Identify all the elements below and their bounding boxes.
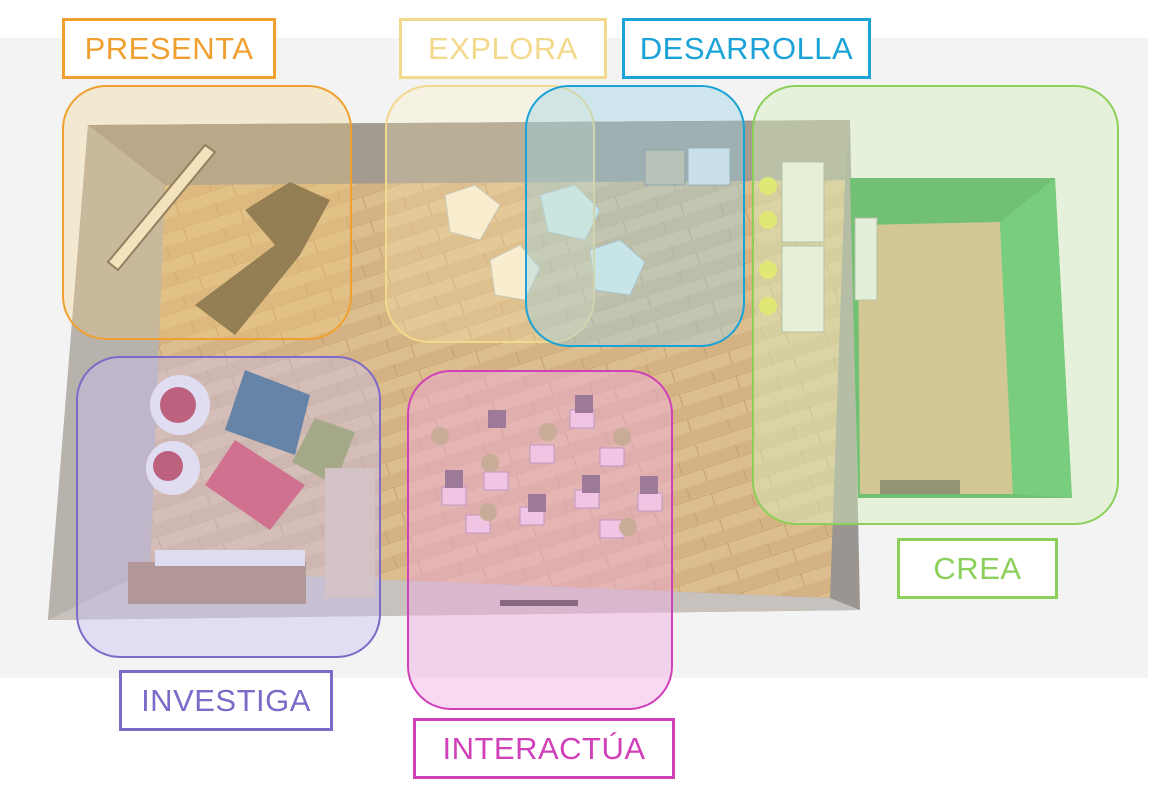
study-desk-top (155, 550, 305, 566)
bookcase (325, 468, 375, 598)
green-room-right-wall (1000, 178, 1072, 498)
desk-green-room (854, 217, 878, 301)
shelf-1 (644, 149, 686, 186)
zone-presenta (62, 85, 352, 340)
sofa (195, 182, 330, 335)
label-presenta-text: PRESENTA (84, 30, 254, 66)
zone-investiga (76, 356, 381, 658)
egg-chair-1-seat (160, 387, 196, 423)
label-investiga: INVESTIGA (119, 670, 333, 731)
green-room-floor (858, 222, 1013, 494)
yellow-stool-3 (759, 261, 777, 279)
egg-chair-2-seat (153, 451, 183, 481)
workbench-2 (781, 245, 825, 333)
label-crea: CREA (897, 538, 1058, 599)
label-desarrolla: DESARROLLA (622, 18, 871, 79)
whiteboard-bottom (500, 600, 578, 606)
yellow-stool-2 (759, 211, 777, 229)
shelf-2 (687, 147, 731, 186)
yellow-stool-4 (759, 297, 777, 315)
beanbag-blue (225, 370, 310, 455)
green-room-shelf (880, 480, 960, 494)
zone-crea (752, 85, 1119, 525)
presentation-screen (106, 143, 217, 272)
label-desarrolla-text: DESARROLLA (639, 30, 854, 66)
beanbag-red (205, 440, 305, 530)
interactua-chairs (445, 395, 658, 512)
study-desk (128, 562, 306, 604)
label-interactua: INTERACTÚA (413, 718, 675, 779)
table-desarrolla-1 (539, 184, 601, 241)
zone-desarrolla (525, 85, 745, 347)
label-explora: EXPLORA (399, 18, 607, 79)
label-explora-text: EXPLORA (428, 30, 578, 66)
table-explora-1 (444, 184, 501, 241)
label-interactua-text: INTERACTÚA (442, 730, 646, 766)
workbench-1 (781, 161, 825, 243)
label-crea-text: CREA (933, 550, 1022, 586)
interactua-green-chairs (431, 423, 637, 536)
yellow-stool-1 (759, 177, 777, 195)
label-investiga-text: INVESTIGA (141, 682, 311, 718)
label-presenta: PRESENTA (62, 18, 276, 79)
table-explora-2 (489, 244, 541, 301)
zone-interactua (407, 370, 673, 710)
